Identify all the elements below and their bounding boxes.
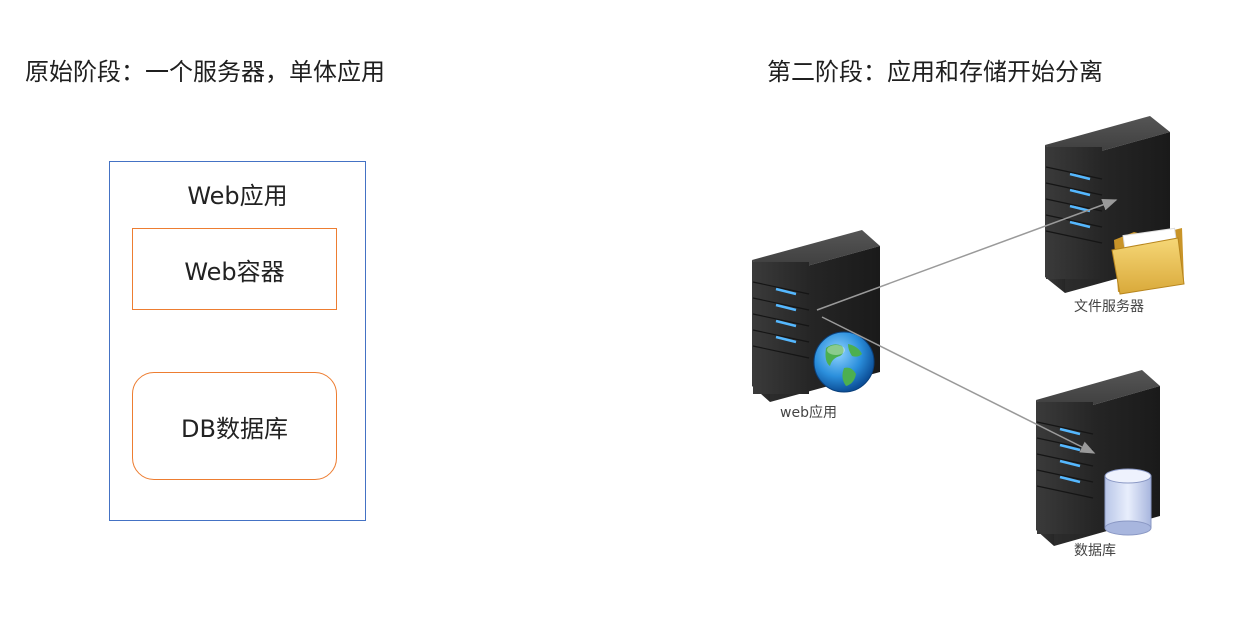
- folder-icon: [1111, 227, 1185, 295]
- web-app-server: [752, 230, 880, 402]
- web-app-caption: web应用: [780, 405, 837, 421]
- web-container-box: Web容器: [132, 228, 337, 310]
- db-box: DB数据库: [132, 372, 337, 480]
- file-server: [1045, 116, 1185, 295]
- arrow-to-file-server: [816, 199, 1118, 311]
- file-server-caption: 文件服务器: [1074, 299, 1144, 315]
- web-app-label: Web应用: [187, 182, 288, 210]
- globe-icon: [813, 331, 875, 393]
- database-caption: 数据库: [1074, 543, 1116, 559]
- left-panel-title: 原始阶段：一个服务器，单体应用: [25, 58, 385, 86]
- db-label: DB数据库: [181, 414, 288, 443]
- server-icon: [1036, 370, 1160, 546]
- database-cylinder-icon: [1104, 468, 1152, 536]
- arrow-to-database: [821, 316, 1096, 454]
- right-panel-title: 第二阶段：应用和存储开始分离: [767, 58, 1103, 86]
- web-container-label: Web容器: [184, 257, 285, 286]
- database-server: [1036, 370, 1160, 546]
- web-app-box: [109, 161, 366, 521]
